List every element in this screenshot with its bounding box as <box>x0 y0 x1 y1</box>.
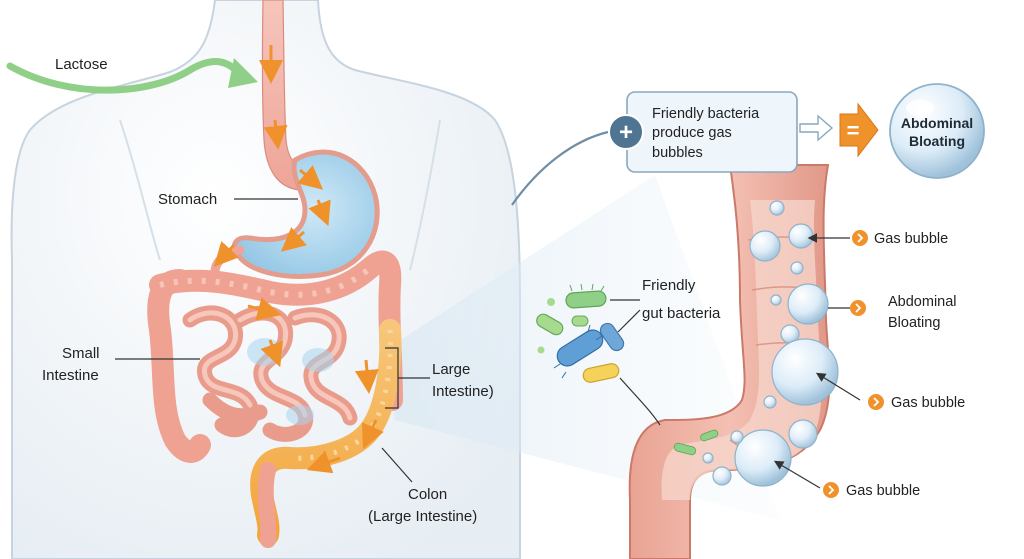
result-line2: Bloating <box>909 133 965 149</box>
leader-bacteria-to-gut <box>619 377 661 426</box>
bacterium-blue-small <box>599 322 625 352</box>
bacterium-green-large <box>565 283 607 309</box>
bacterium-green-tiny <box>571 315 589 327</box>
callout-gas-bubble-1: Gas bubble <box>852 230 948 247</box>
label-colon-line1: Colon <box>408 486 447 503</box>
stomach <box>232 149 380 279</box>
gut-bacteria-in-lumen <box>673 429 719 456</box>
process-line3: bubbles <box>652 145 703 161</box>
lactose-arrow <box>6 58 244 94</box>
box-to-result-arrow <box>799 114 834 142</box>
plus-icon: + <box>608 114 644 150</box>
svg-text:Bloating: Bloating <box>888 315 940 331</box>
bacterium-dot <box>537 346 545 354</box>
label-stomach: Stomach <box>158 191 217 208</box>
chevron-right-icon <box>852 230 868 246</box>
gas-bubbles <box>702 200 839 487</box>
label-small-intestine-line2: Intestine <box>42 367 99 384</box>
svg-text:Abdominal: Abdominal <box>888 294 957 310</box>
rectum <box>257 462 277 548</box>
bacteria-group <box>536 283 625 383</box>
bacterium-dot <box>547 298 555 306</box>
svg-text:Gas bubble: Gas bubble <box>891 395 965 411</box>
label-friendly-line2: gut bacteria <box>642 305 721 322</box>
gut-lumen <box>661 200 822 500</box>
process-line2: produce gas <box>652 125 732 141</box>
body-contour <box>119 119 161 261</box>
label-small-intestine-line1: Small <box>62 345 100 362</box>
result-line1: Abdominal <box>901 115 973 131</box>
chevron-right-icon <box>850 300 866 316</box>
flow-arrows <box>213 45 384 474</box>
svg-text:=: = <box>847 118 860 143</box>
bubble-pointers <box>773 233 861 489</box>
label-lactose: Lactose <box>55 56 108 73</box>
equals-icon: = <box>839 102 879 158</box>
svg-text:Gas bubble: Gas bubble <box>874 231 948 247</box>
callout-gas-bubble-3: Gas bubble <box>823 482 920 499</box>
chevron-right-icon <box>868 394 884 410</box>
label-colon-line2: (Large Intestine) <box>368 508 477 525</box>
label-large-intestine-line2: Intestine) <box>432 383 494 400</box>
process-line1: Friendly bacteria <box>652 106 760 122</box>
leader-colon <box>381 447 413 483</box>
body-contour <box>409 119 441 271</box>
callout-abdominal-bloating: Abdominal Bloating <box>850 294 957 331</box>
lactose-arrowhead <box>228 58 258 88</box>
bubble-highlight <box>906 100 934 116</box>
chevron-right-icon <box>823 482 839 498</box>
bacterium-yellow <box>582 363 620 383</box>
process-curve-arrow <box>511 130 609 206</box>
label-friendly-line1: Friendly <box>642 277 696 294</box>
svg-text:Gas bubble: Gas bubble <box>846 483 920 499</box>
label-large-intestine-line1: Large <box>432 361 470 378</box>
bacterium-blue-large <box>553 324 604 379</box>
result-bubble <box>889 83 985 179</box>
callout-gas-bubble-2: Gas bubble <box>868 394 965 411</box>
svg-text:+: + <box>619 119 633 146</box>
bacterium-green-small <box>536 313 564 336</box>
leader-friendly-bacteria <box>610 299 641 333</box>
